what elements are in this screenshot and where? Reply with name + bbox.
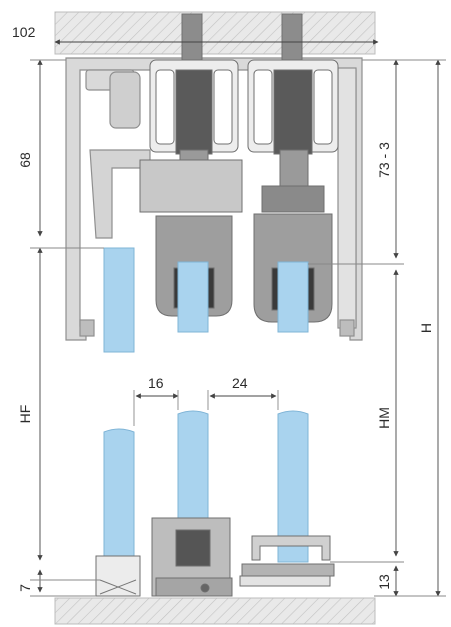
dimension-lines xyxy=(30,39,446,597)
dim-top-height-left: 68 xyxy=(17,152,33,168)
glass-panes-top xyxy=(103,247,309,353)
dim-gap-b: 24 xyxy=(232,375,248,391)
dim-frame-height: HF xyxy=(17,405,33,424)
floor-slab xyxy=(54,597,376,625)
ceiling-slab xyxy=(54,11,376,55)
dim-bottom-left: 7 xyxy=(17,584,33,592)
glass-panes-bottom xyxy=(103,410,309,563)
dim-overall-height: H xyxy=(418,323,434,333)
bottom-guides xyxy=(95,517,335,597)
dim-bottom-right: 13 xyxy=(376,574,392,590)
dim-mid-height: HM xyxy=(376,407,392,429)
dim-top-height-right: 73 - 3 xyxy=(376,142,392,178)
dim-gap-a: 16 xyxy=(148,375,164,391)
dim-top-width: 102 xyxy=(12,24,36,40)
top-track-profile xyxy=(65,57,363,341)
